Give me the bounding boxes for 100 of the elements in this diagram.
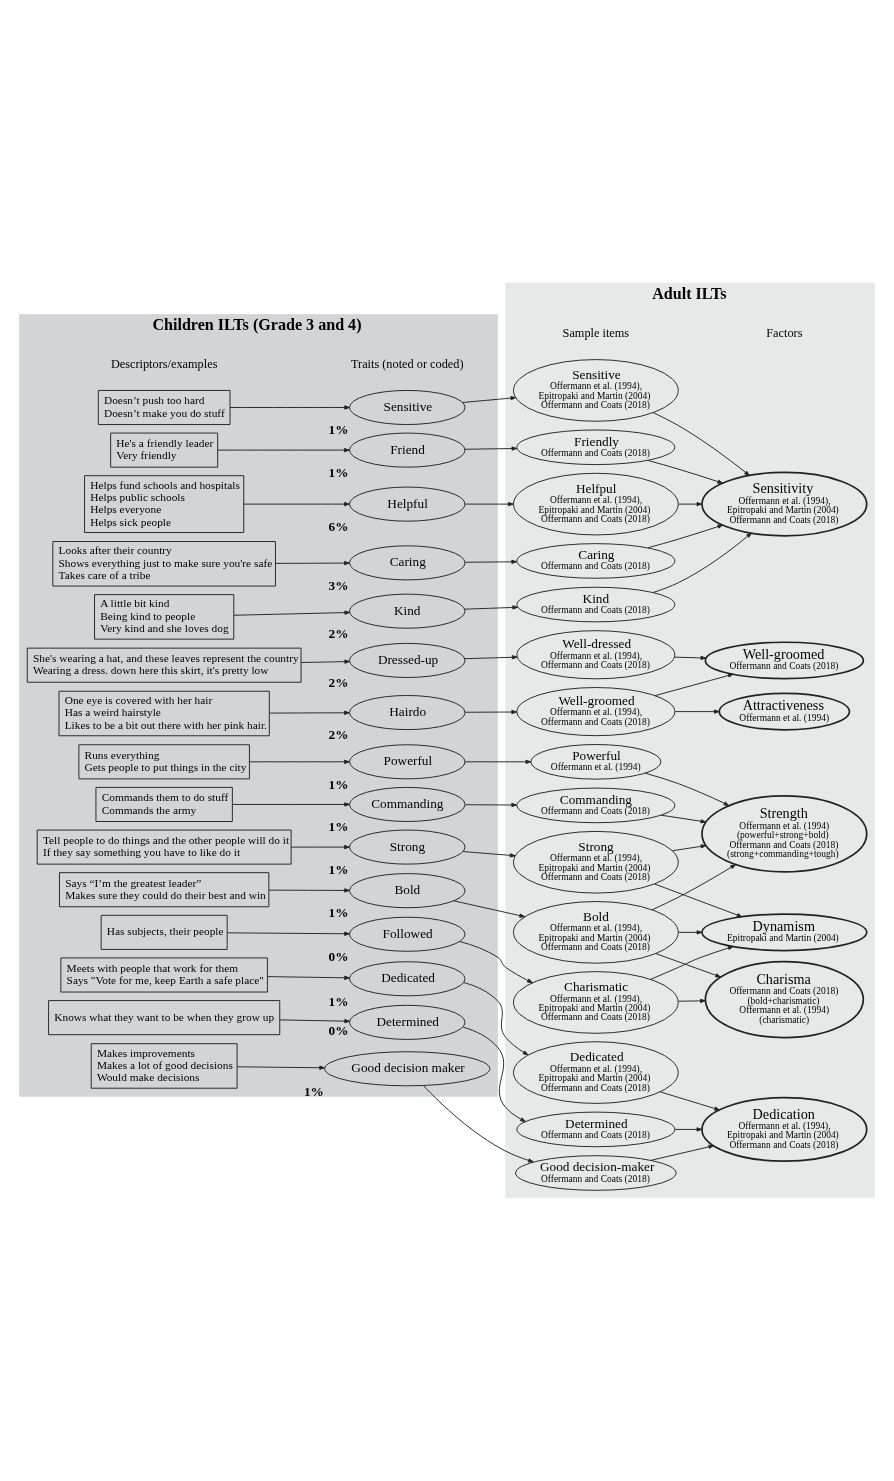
node-ellipse: Well-dressed Offermann et al. (1994), Offermann and Coats (2018) [516, 630, 676, 680]
arrow [462, 395, 517, 403]
arrow [464, 605, 519, 610]
node-ellipse: Helfpul Offermann et al. (1994), Epitropaki and Martin (2004) Offermann and Coats (2018) [513, 472, 679, 536]
node-ellipse: Dressed-up [349, 642, 466, 678]
arrow [654, 883, 743, 918]
node-box: Doesn’t push too hard Doesn’t make you do stuff [97, 389, 231, 425]
arrow [674, 1127, 703, 1132]
arrow [243, 502, 350, 507]
arrow [463, 982, 529, 1056]
label: Factors [766, 325, 803, 340]
label: Descriptors/examples [110, 357, 218, 372]
arrow [659, 1091, 720, 1111]
node-ellipse: Kind [349, 593, 466, 629]
node-ellipse: Friendly Offermann and Coats (2018) [516, 429, 676, 466]
node-label: 1% [328, 464, 349, 480]
arrow [249, 759, 350, 764]
arrow [647, 460, 724, 484]
arrow [652, 412, 750, 476]
node-label: 3% [328, 577, 349, 593]
arrow [268, 888, 350, 893]
node-ellipse: Bold [349, 873, 466, 909]
arrow [464, 802, 518, 808]
node-ellipse: Sensitive [349, 389, 466, 425]
arrow [655, 953, 722, 978]
node-ellipse: Determined [349, 1004, 466, 1040]
arrow [290, 844, 350, 850]
node-label: 0% [328, 1022, 349, 1038]
node-ellipse: Dedicated [349, 961, 466, 997]
node-ellipse: Good decision maker [324, 1051, 491, 1087]
node-ellipse: Commanding [349, 786, 466, 822]
node-box: Makes improvements Makes a lot of good decisions Would make decisions [90, 1043, 238, 1089]
node-ellipse: Strong [349, 829, 466, 865]
arrow [677, 502, 703, 507]
arrow [650, 945, 734, 980]
node-ellipse: Charisma Offermann and Coats (2018) (bold+charismatic) Offermann et al. (1994) (charismatic) [704, 960, 865, 1039]
node-label: 6% [328, 518, 349, 534]
node-ellipse: Caring Offermann and Coats (2018) [516, 543, 676, 579]
node-label: 1% [328, 422, 349, 438]
arrow [464, 559, 518, 564]
node-box: Looks after their country Shows everything just to make sure you're safe Takes care of a tribe [52, 541, 276, 587]
arrow [464, 502, 514, 507]
node-box: Tell people to do things and the other people will do it If they say something you have to like do it [36, 829, 292, 865]
node-ellipse: Hairdo [349, 695, 466, 731]
node-label: 1% [328, 993, 349, 1009]
node-ellipse: Strong Offermann et al. (1994), Epitropaki and Martin (2004) Offermann and Coats (2018) [513, 830, 679, 894]
node-box: Knows what they want to be when they grow up [48, 1000, 281, 1036]
node-ellipse: Friend [349, 432, 466, 468]
arrow [651, 864, 736, 911]
arrow [300, 659, 351, 664]
arrow [236, 1065, 325, 1070]
arrow [422, 1085, 534, 1163]
node-label: 1% [328, 861, 349, 877]
node-ellipse: Determined Offermann and Coats (2018) [516, 1111, 676, 1148]
arrow [464, 446, 518, 451]
arrow [677, 998, 706, 1003]
node-ellipse: Commanding Offermann and Coats (2018) [516, 787, 676, 824]
node-ellipse: Attractiveness Offermann et al. (1994) [718, 692, 851, 731]
node-box: Commands them to do stuff Commands the army [95, 786, 233, 822]
arrow [233, 610, 351, 616]
node-ellipse: Powerful [349, 744, 466, 780]
node-ellipse: Caring [349, 545, 466, 581]
node-ellipse: Sensitive Offermann et al. (1994), Epitropaki and Martin (2004) Offermann and Coats (2018) [513, 359, 679, 422]
node-box: She's wearing a hat, and these leaves represent the country Wearing a dress. down here this skirt, it's pretty low [26, 647, 302, 683]
arrow [226, 931, 350, 936]
node-ellipse: Helpful [349, 486, 466, 522]
label: Sample items [562, 325, 630, 340]
node-box: A little bit kind Being kind to people Very kind and she loves dog [94, 594, 235, 640]
node-ellipse: Dedication Offermann et al. (1994), Epitropaki and Martin (2004) Offermann and Coats (2018) [701, 1096, 868, 1162]
node-label: 2% [328, 625, 349, 641]
arrow [267, 975, 350, 980]
arrow [279, 1019, 350, 1024]
node-box: Runs everything Gets people to put things in the city [78, 744, 250, 780]
node-label: 1% [328, 776, 349, 792]
node-label: 2% [328, 727, 349, 743]
node-ellipse: Powerful Offermann et al. (1994) [530, 744, 662, 780]
arrow [464, 655, 518, 660]
arrow [674, 655, 707, 661]
arrow [229, 405, 350, 410]
node-label: 0% [328, 948, 349, 964]
arrow [654, 673, 734, 697]
arrow [453, 900, 526, 918]
node-ellipse: Charismatic Offermann et al. (1994), Epitropaki and Martin (2004) Offermann and Coats (2018) [513, 971, 679, 1034]
node-box: Has subjects, their people [100, 914, 228, 950]
arrow [671, 844, 707, 852]
node-ellipse: Bold Offermann et al. (1994), Epitropaki and Martin (2004) Offermann and Coats (2018) [513, 901, 679, 964]
arrow [660, 814, 707, 824]
arrow [459, 941, 533, 984]
node-box: One eye is covered with her hair Has a weird hairstyle Likes to be a bit out there with her pink hair. [58, 690, 270, 737]
node-ellipse: Dedicated Offermann et al. (1994), Epitropaki and Martin (2004) Offermann and Coats (2018) [513, 1041, 679, 1104]
node-box: He's a friendly leader Very friendly [110, 432, 219, 468]
node-box: Says “I’m the greatest leader” Makes sure they could do their best and win [59, 872, 270, 908]
label: Traits (noted or coded) [350, 357, 464, 372]
arrow [269, 710, 350, 715]
node-label: 2% [328, 675, 349, 691]
node-ellipse: Well-groomed Offermann et al. (1994), Offermann and Coats (2018) [516, 687, 676, 737]
node-box: Helps fund schools and hospitals Helps public schools Helps everyone Helps sick people [84, 475, 245, 533]
arrow [677, 930, 703, 935]
arrow [217, 448, 350, 453]
arrow [647, 524, 724, 549]
